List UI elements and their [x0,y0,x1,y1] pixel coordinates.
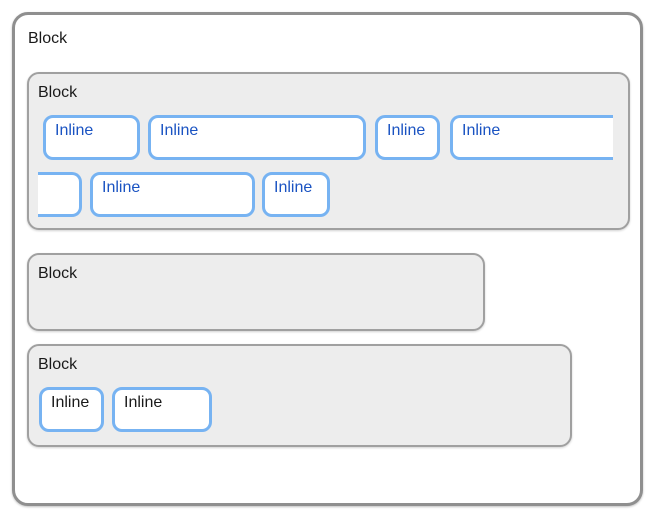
block-with-wrapped-inlines: Block Inline Inline Inline Inline Inline… [27,72,630,230]
outer-block: Block Block Inline Inline Inline Inline … [12,12,643,506]
inline-box-label: Inline [387,122,426,139]
inline-box-label: Inline [55,122,94,139]
empty-block: Block [27,253,485,331]
inline-box: Inline [39,387,104,432]
empty-block-label: Block [38,265,78,282]
inline-box-label: Inline [102,179,141,196]
outer-block-label: Block [28,30,68,47]
inline-box: Inline [375,115,440,160]
inline-box-wrapped-start: Inline [450,115,613,160]
inline-box-label: Inline [160,122,199,139]
block-with-inlines: Block Inline Inline [27,344,572,447]
inline-box-wrapped-continuation [38,172,82,217]
inline-box: Inline [90,172,255,217]
last-block-label: Block [38,356,78,373]
inline-box: Inline [112,387,212,432]
inline-box-label: Inline [51,394,90,411]
inline-box-label: Inline [274,179,313,196]
inline-box-label: Inline [124,394,163,411]
first-block-label: Block [38,84,78,101]
inline-box: Inline [43,115,140,160]
inline-box: Inline [262,172,330,217]
inline-box: Inline [148,115,366,160]
inline-box-label: Inline [462,122,501,139]
